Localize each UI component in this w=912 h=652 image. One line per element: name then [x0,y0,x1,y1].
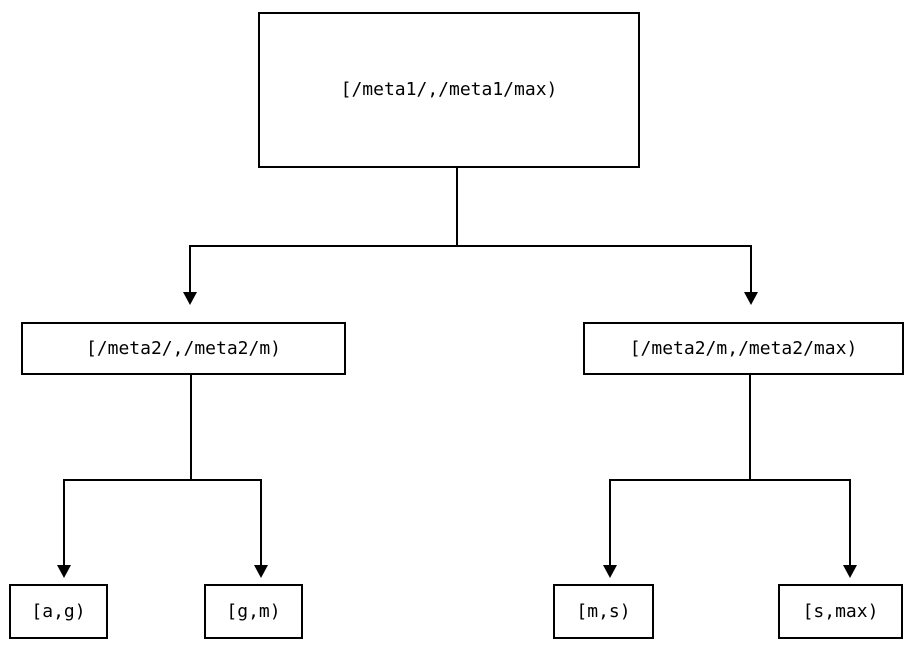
edge-root-stem [456,168,458,247]
tree-node-leaf-2-label: [g,m) [226,600,281,622]
edge-mid-right-to-leaf-4-drop [849,479,851,565]
tree-node-root-label: [/meta1/,/meta1/max) [340,79,558,100]
tree-node-leaf-1-label: [a,g) [31,600,86,622]
tree-node-leaf-4-label: [s,max) [802,600,879,622]
arrowhead-to-mid-right [744,292,758,305]
arrowhead-to-leaf-2 [254,565,268,578]
tree-node-mid-left-label: [/meta2/,/meta2/m) [85,337,282,359]
edge-mid-left-bar [63,479,262,481]
tree-node-leaf-1[interactable]: [a,g) [9,584,108,639]
arrowhead-to-leaf-3 [603,565,617,578]
tree-node-leaf-4[interactable]: [s,max) [778,584,903,639]
edge-root-to-mid-right-drop [750,245,752,292]
edge-mid-left-stem [190,375,192,481]
tree-node-root[interactable]: [/meta1/,/meta1/max) [258,12,640,168]
edge-root-bar [189,245,752,247]
edge-root-to-mid-left-drop [189,245,191,292]
edge-mid-right-bar [609,479,851,481]
tree-node-leaf-2[interactable]: [g,m) [204,584,303,639]
edge-mid-left-to-leaf-2-drop [260,479,262,565]
tree-node-mid-right-label: [/meta2/m,/meta2/max) [629,337,858,359]
tree-node-mid-left[interactable]: [/meta2/,/meta2/m) [21,322,346,375]
tree-node-mid-right[interactable]: [/meta2/m,/meta2/max) [583,322,904,375]
arrowhead-to-mid-left [183,292,197,305]
tree-node-leaf-3[interactable]: [m,s) [553,584,654,639]
arrowhead-to-leaf-4 [843,565,857,578]
edge-mid-right-to-leaf-3-drop [609,479,611,565]
edge-mid-left-to-leaf-1-drop [63,479,65,565]
arrowhead-to-leaf-1 [57,565,71,578]
tree-node-leaf-3-label: [m,s) [576,600,631,622]
edge-mid-right-stem [749,375,751,481]
